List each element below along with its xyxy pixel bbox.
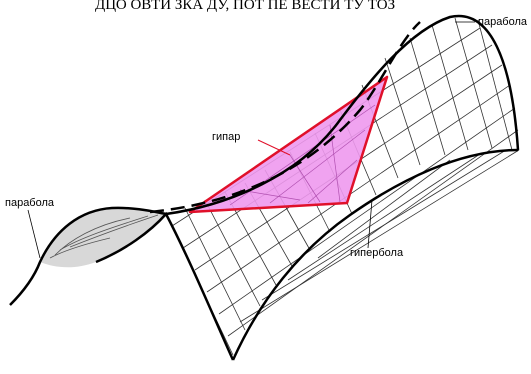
leader-parabola-left	[28, 210, 40, 258]
top-text-fragment: ДЦО ОВТИ ЗКА ДУ, ПОТ ПЕ ВЕСТИ ТУ ТОЗ	[95, 0, 395, 13]
label-hyperbola: гипербола	[350, 247, 404, 259]
label-parabola-top: парабола	[478, 16, 528, 28]
label-parabola-left: парабола	[5, 197, 55, 209]
label-hypar: гипар	[212, 131, 240, 143]
